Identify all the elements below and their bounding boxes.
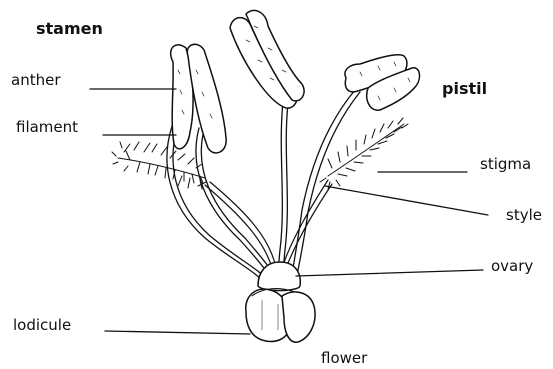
style-leader (325, 186, 488, 215)
ovary-label: ovary (491, 257, 533, 275)
anthers (171, 10, 420, 153)
anther-label: anther (11, 71, 60, 89)
ovary-shape (258, 262, 300, 291)
lodicule-leader (105, 331, 250, 334)
stigma-right (320, 118, 408, 189)
flower-label: flower (321, 349, 367, 367)
lodicule-right (282, 292, 315, 342)
style-label: style (506, 206, 542, 224)
stigma-left (112, 142, 206, 189)
filaments (167, 90, 360, 286)
stamen-heading: stamen (36, 20, 103, 38)
filament-label: filament (16, 118, 78, 136)
stigma-label: stigma (480, 155, 531, 173)
lodicule-label: lodicule (13, 316, 71, 334)
ovary-leader (296, 270, 483, 276)
flower-base (246, 262, 315, 342)
pistil-heading: pistil (442, 80, 487, 98)
